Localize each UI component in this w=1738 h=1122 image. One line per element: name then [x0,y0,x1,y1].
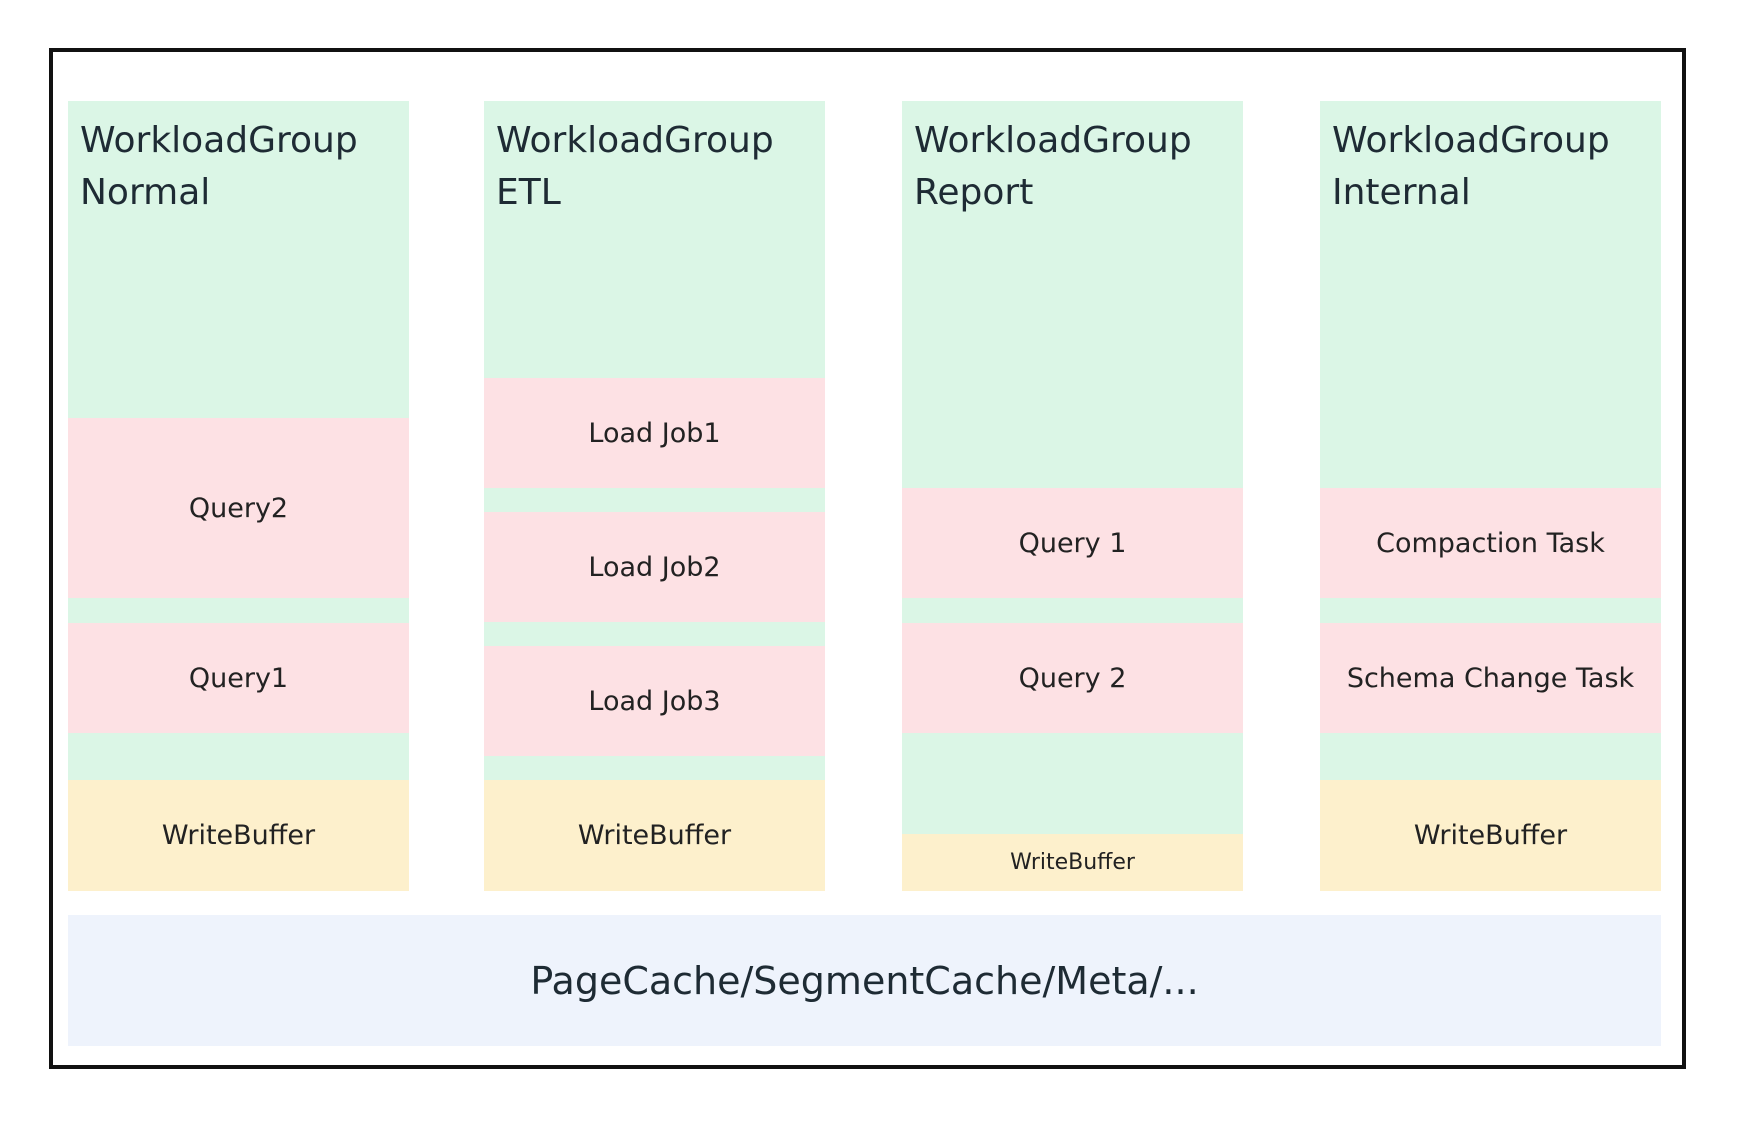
task-block: Compaction Task [1320,488,1661,598]
task-block: Load Job3 [484,646,825,756]
shared-cache-label: PageCache/SegmentCache/Meta/... [530,958,1199,1003]
write-buffer-block: WriteBuffer [484,780,825,891]
write-buffer-block: WriteBuffer [1320,780,1661,891]
task-block: Query1 [68,623,409,733]
write-buffer-block: WriteBuffer [902,834,1243,891]
task-block: Schema Change Task [1320,623,1661,733]
task-block: Query 2 [902,623,1243,733]
group-title: WorkloadGroup ETL [496,120,774,213]
task-block: Load Job1 [484,378,825,488]
task-block: Query2 [68,418,409,598]
group-title: WorkloadGroup Internal [1332,120,1610,213]
workload-group-report: WorkloadGroup Report Query 1 Query 2 Wri… [902,101,1243,891]
workload-group-etl: WorkloadGroup ETL Load Job1 Load Job2 Lo… [484,101,825,891]
task-block: Load Job2 [484,512,825,622]
group-title: WorkloadGroup Report [914,120,1192,213]
group-title: WorkloadGroup Normal [80,120,358,213]
diagram-frame [49,48,1686,1069]
write-buffer-block: WriteBuffer [68,780,409,891]
workload-group-normal: WorkloadGroup Normal Query2 Query1 Write… [68,101,409,891]
shared-cache-block: PageCache/SegmentCache/Meta/... [68,915,1661,1046]
task-block: Query 1 [902,488,1243,598]
workload-group-internal: WorkloadGroup Internal Compaction Task S… [1320,101,1661,891]
